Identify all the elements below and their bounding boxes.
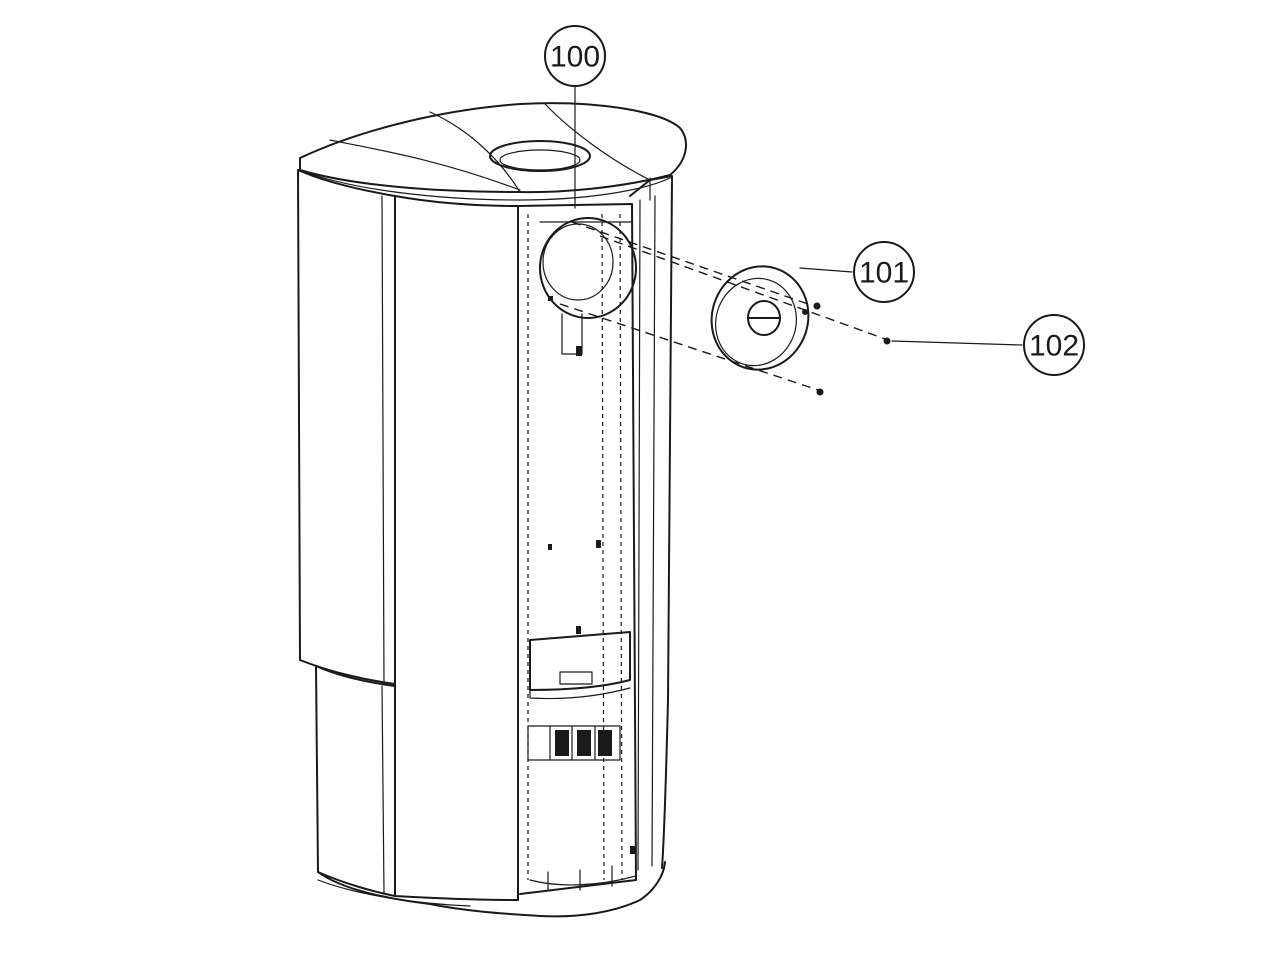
top-plate xyxy=(299,102,687,194)
callout-100: 100 xyxy=(544,25,606,87)
callout-102-label: 102 xyxy=(1029,330,1079,363)
top-flue-opening xyxy=(489,140,591,172)
rear-frame-right xyxy=(629,175,673,869)
callout-100-label: 100 xyxy=(550,41,600,74)
leader-lines xyxy=(574,85,1023,346)
side-panel-middle xyxy=(394,195,519,901)
explode-guide-lines xyxy=(559,221,889,391)
rear-flue-outlet xyxy=(539,217,637,319)
callout-101: 101 xyxy=(853,241,915,303)
left-side-panel-upper xyxy=(297,169,396,685)
screws xyxy=(813,302,891,396)
lower-compartment xyxy=(529,631,631,691)
callout-102: 102 xyxy=(1023,314,1085,376)
screw xyxy=(816,388,824,396)
rear-vent-panel xyxy=(527,725,621,761)
stove-body xyxy=(297,102,687,918)
callout-101-label: 101 xyxy=(859,257,909,290)
outlet-cover-plate xyxy=(710,265,810,371)
screw xyxy=(813,302,821,310)
